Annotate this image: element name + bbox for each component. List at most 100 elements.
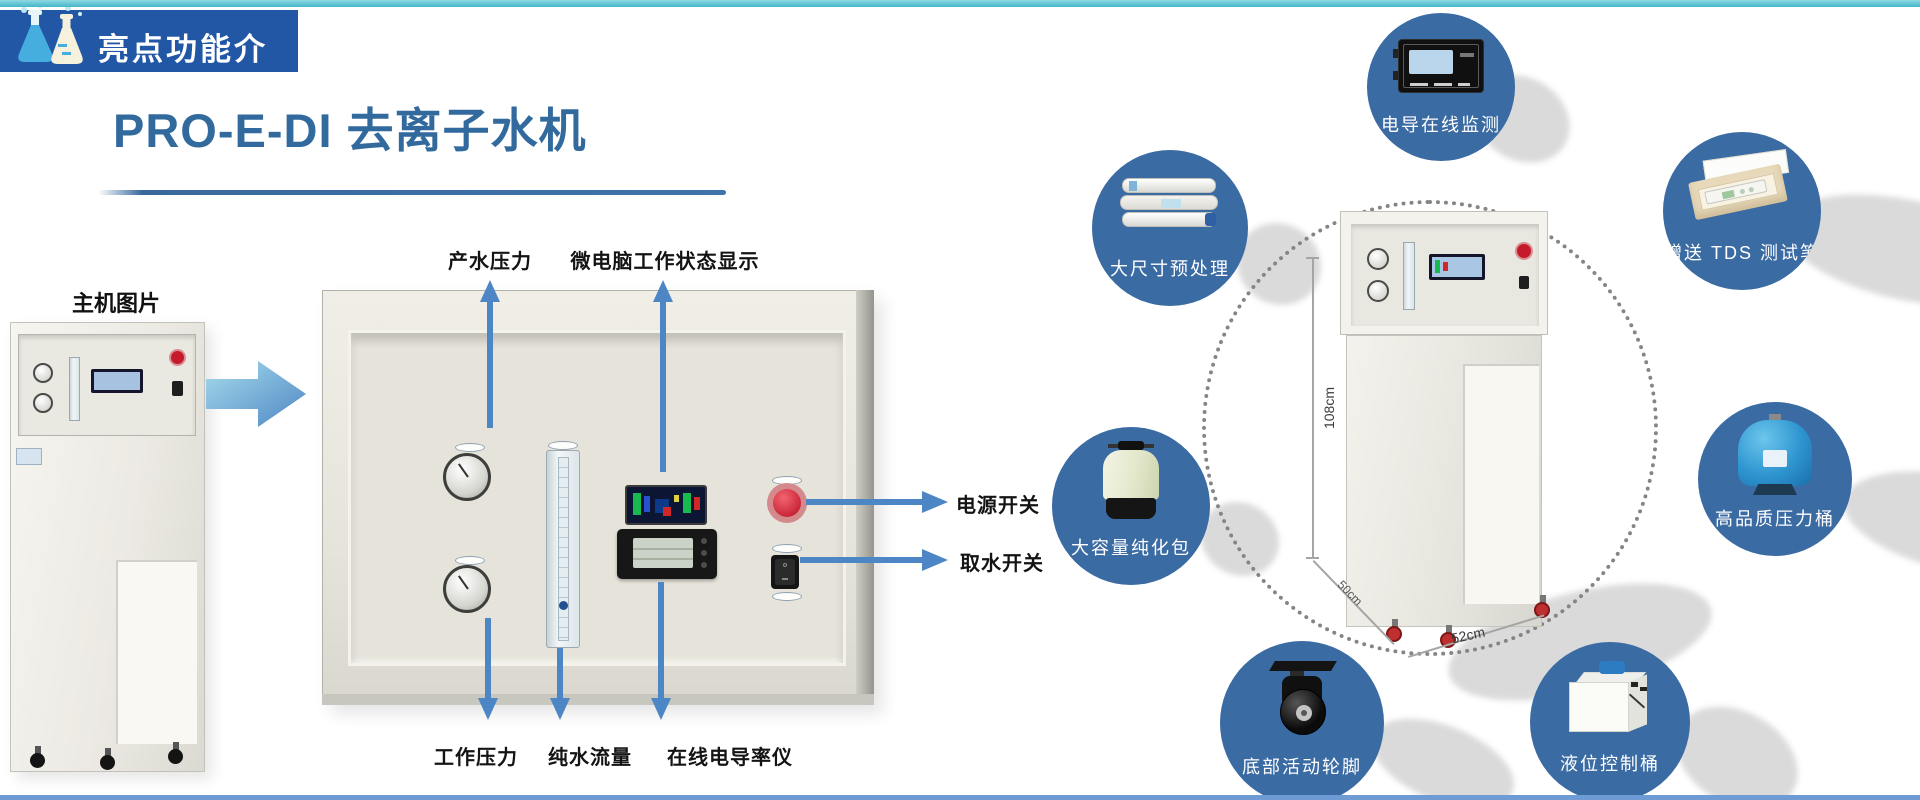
- right-rocker-switch: [1519, 276, 1529, 289]
- control-panel-photo: [322, 290, 874, 705]
- feature-badge-tds-pen: 赠送 TDS 测试笔: [1663, 132, 1821, 290]
- callout-power-switch: 电源开关: [956, 495, 1040, 517]
- caster-bolt: [1301, 710, 1307, 716]
- feature-badge-level-tank: 液位控制桶: [1530, 642, 1690, 800]
- left-rocker-switch: [172, 381, 183, 396]
- feature-label: 液位控制桶: [1560, 754, 1660, 775]
- feature-label: 大容量纯化包: [1071, 537, 1191, 558]
- page-title: PRO-E-DI 去离子水机: [113, 104, 587, 157]
- level-control-tank-icon: [1565, 661, 1655, 736]
- panel-label-oval: [772, 544, 802, 553]
- caster-neck: [1290, 671, 1304, 678]
- callout-arrowhead: [478, 698, 498, 720]
- caster-wheel-icon: [1264, 659, 1340, 743]
- caster-wheel: [100, 755, 115, 770]
- dim-tick: [1306, 257, 1319, 259]
- status-pixel: [1435, 260, 1440, 273]
- callout-line-power-switch: [806, 499, 924, 505]
- caster-stem: [1540, 595, 1546, 603]
- monitor-tag: [1460, 53, 1474, 57]
- rocker: [775, 559, 795, 585]
- monitor-text-row: [1410, 83, 1470, 86]
- filter-band: [1129, 181, 1137, 191]
- status-pixel: [1443, 262, 1448, 271]
- caster-stem: [35, 746, 41, 754]
- tank-body: [1103, 450, 1159, 500]
- tank-base: [1106, 498, 1156, 519]
- callout-line-mcu-display: [660, 300, 666, 472]
- panel-bottom-edge: [322, 694, 874, 705]
- feature-label: 大尺寸预处理: [1110, 259, 1230, 280]
- feature-label: 电导在线监测: [1381, 115, 1501, 136]
- caster-stem: [173, 742, 179, 750]
- left-caster: [168, 742, 184, 766]
- monitor-frame: [1403, 44, 1479, 88]
- filter-cartridge: [1122, 178, 1216, 193]
- feature-badge-pressure-tank: 高品质压力桶: [1698, 402, 1852, 556]
- flow-tube: [558, 457, 569, 641]
- callout-water-switch: 取水开关: [960, 553, 1044, 575]
- header-badge: 亮点功能介绍: [0, 3, 298, 112]
- status-pixel: [694, 497, 700, 510]
- monitor-lcd: [1409, 50, 1453, 74]
- caster-wheel: [30, 753, 45, 768]
- panel-label-oval: [772, 592, 802, 601]
- tds-pen-icon: [1685, 148, 1799, 226]
- caster-stem: [1446, 625, 1452, 633]
- status-pixel: [674, 495, 679, 502]
- feature-badge-purification-pack: 大容量纯化包: [1052, 427, 1210, 585]
- status-pixel: [644, 496, 650, 512]
- header-badge-label: 亮点功能介绍: [98, 32, 268, 112]
- caster-plate: [1269, 661, 1337, 671]
- feature-badge-pretreatment: 大尺寸预处理: [1092, 150, 1248, 306]
- feature-badge-caster-wheels: 底部活动轮脚: [1220, 641, 1384, 800]
- product-pressure-gauge: [443, 453, 491, 501]
- left-machine-sticker: [16, 448, 42, 465]
- dim-tick: [1306, 557, 1319, 559]
- rocker-mark: [782, 578, 788, 580]
- callout-line-conductivity: [658, 582, 664, 700]
- caster-stem: [1392, 619, 1398, 627]
- dotted-circle: [1202, 200, 1658, 656]
- panel-inner: [348, 330, 846, 666]
- purification-pack-icon: [1101, 441, 1161, 521]
- tank-cap: [1599, 661, 1625, 674]
- filter-cartridges-icon: [1120, 178, 1220, 230]
- callout-pure-flow: 纯水流量: [548, 747, 632, 769]
- panel-label-oval: [455, 443, 485, 452]
- panel-right-edge: [856, 290, 874, 705]
- status-pixel: [663, 507, 671, 516]
- feature-label: 底部活动轮脚: [1242, 756, 1362, 777]
- top-border: [0, 0, 1920, 7]
- tank-feet: [1753, 484, 1797, 495]
- meter-button: [701, 562, 707, 568]
- left-power-button: [171, 351, 184, 364]
- power-button-cap: [773, 489, 801, 517]
- tank-cap: [1118, 441, 1144, 450]
- filter-label: [1161, 199, 1181, 208]
- callout-conductivity: 在线电导率仪: [667, 747, 793, 769]
- callout-working-pressure: 工作压力: [434, 747, 518, 769]
- callout-arrowhead: [922, 549, 948, 571]
- left-machine-recess: [116, 560, 197, 744]
- callout-line-working-pressure: [485, 618, 491, 700]
- badge-shadow: [1359, 700, 1527, 800]
- pressure-tank-icon: [1736, 414, 1814, 500]
- caster-stem: [105, 748, 111, 756]
- left-machine-panel: [18, 334, 196, 436]
- right-machine-recess: [1463, 364, 1539, 604]
- big-right-arrow-icon: [206, 358, 306, 435]
- callout-product-pressure: 产水压力: [448, 251, 532, 273]
- tank-fitting: [1640, 687, 1647, 691]
- flask-icon: [10, 2, 94, 77]
- tank-label: [1763, 450, 1787, 467]
- right-gauge-top: [1367, 248, 1389, 270]
- tds-pen-button: [1739, 188, 1746, 195]
- callout-arrowhead: [653, 280, 673, 302]
- conductivity-lcd: [633, 538, 693, 568]
- feature-label: 高品质压力桶: [1715, 509, 1835, 530]
- callout-mcu-display: 微电脑工作状态显示: [570, 251, 760, 273]
- water-outlet-switch: [771, 555, 799, 589]
- feature-badge-conductivity-monitor: 电导在线监测: [1367, 13, 1515, 161]
- conductivity-monitor-icon: [1393, 39, 1484, 93]
